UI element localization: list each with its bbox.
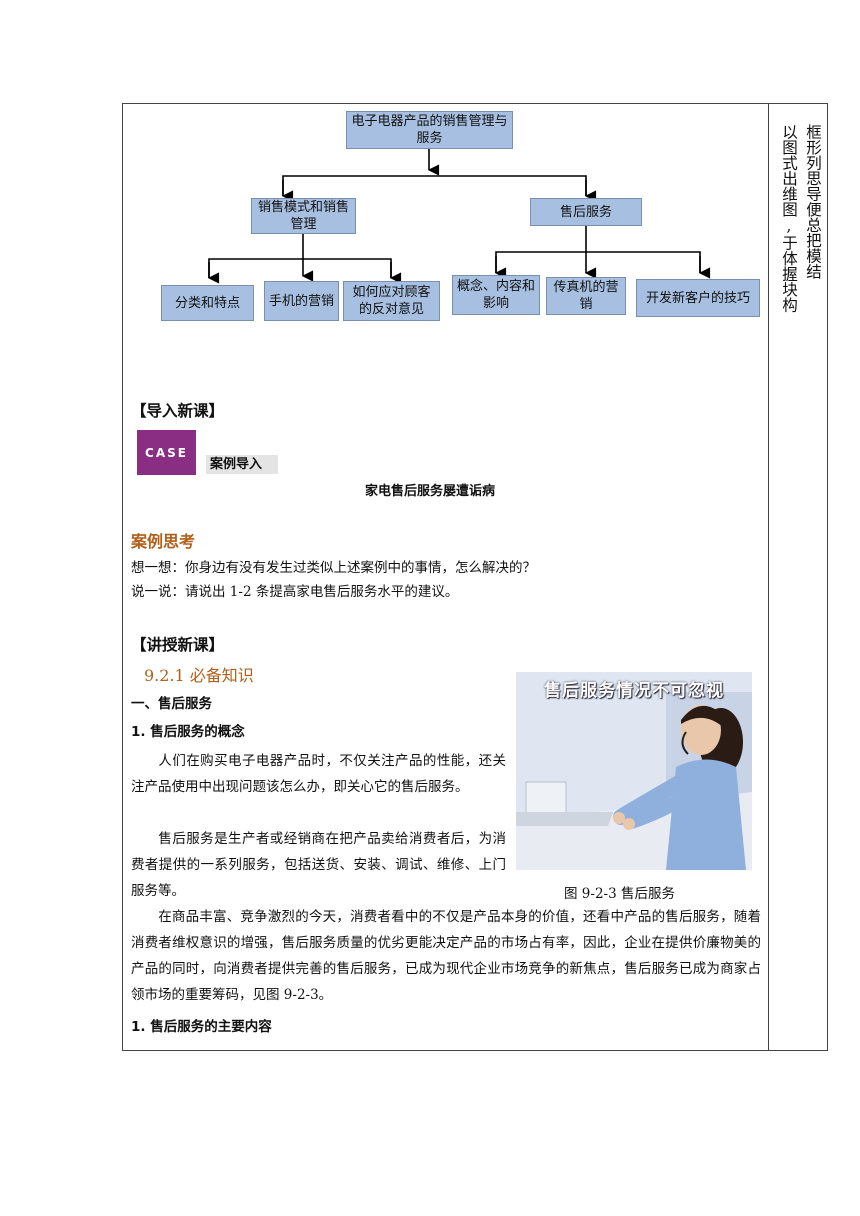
side-note-col2: 框形列思导便总把模结	[804, 124, 822, 279]
mindmap-leaf: 如何应对顾客的反对意见	[343, 281, 440, 321]
thinking-heading: 案例思考	[131, 532, 196, 551]
case-title: 家电售后服务屡遭诟病	[364, 484, 495, 499]
item-title: 1. 售后服务的主要内容	[131, 1019, 272, 1035]
photo-banner-text: 售后服务情况不可忽视	[544, 681, 724, 701]
paragraph: 售后服务是生产者或经销商在把产品卖给消费者后，为消费者提供的一系列服务，包括送货…	[131, 831, 506, 899]
mindmap-leaf: 手机的营销	[264, 281, 339, 321]
figure-caption: 图 9-2-3 售后服务	[564, 886, 675, 902]
paragraph: 人们在购买电子电器产品时，不仅关注产品的性能，还关注产品使用中出现问题该怎么办，…	[131, 753, 506, 795]
thinking-line1: 想一想：你身边有没有发生过类似上述案例中的事情，怎么解决的？	[131, 560, 536, 576]
mindmap-right-branch: 售后服务	[530, 198, 642, 226]
lesson-table-frame	[122, 103, 828, 1051]
paragraph: 在商品丰富、竞争激烈的今天，消费者看中的不仅是产品本身的价值，还看中产品的售后服…	[131, 909, 761, 1003]
intro-heading: 【导入新课】	[131, 402, 225, 420]
photo-illustration	[516, 672, 752, 870]
lecture-subheading: 9.2.1 必备知识	[144, 666, 254, 685]
mindmap-leaf: 分类和特点	[161, 285, 254, 321]
case-tag: 案例导入	[206, 455, 278, 474]
side-note: 以图式出维图,于体握块构 框形列思导便总把模结	[772, 124, 828, 384]
mindmap-leaf: 开发新客户的技巧	[636, 279, 760, 317]
item-title: 1. 售后服务的概念	[131, 724, 245, 740]
thinking-line2: 说一说：请说出 1-2 条提高家电售后服务水平的建议。	[131, 584, 459, 600]
mindmap-leaf: 传真机的营销	[546, 277, 626, 315]
mindmap-left-branch: 销售模式和销售管理	[251, 198, 356, 234]
lecture-heading: 【讲授新课】	[131, 636, 225, 654]
column-divider	[768, 103, 769, 1051]
section-title: 一、售后服务	[131, 696, 212, 712]
mindmap-root: 电子电器产品的销售管理与服务	[346, 111, 513, 149]
side-note-col1: 以图式出维图,于体握块构	[780, 124, 798, 313]
mindmap-leaf: 概念、内容和影响	[452, 275, 540, 315]
case-logo-icon: CASE	[137, 430, 196, 475]
customer-service-photo: 售后服务情况不可忽视	[516, 672, 752, 870]
